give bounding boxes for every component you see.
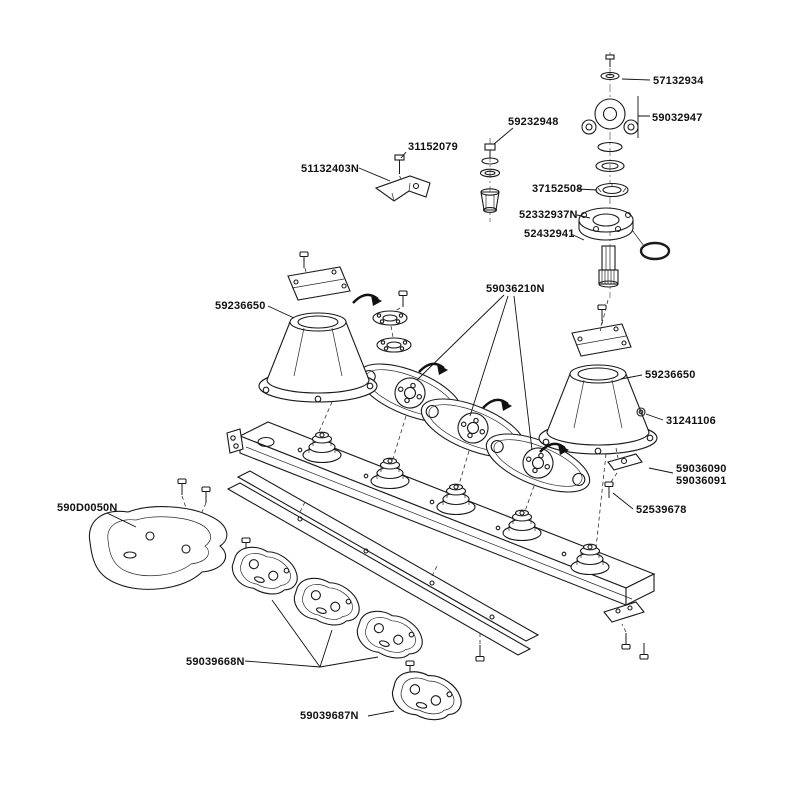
part-label: 59232948 (508, 116, 559, 128)
bearing-hub (502, 509, 542, 542)
part-label: 59039668N (186, 656, 245, 668)
blade-holder (288, 572, 366, 633)
part-label: 52539678 (636, 504, 687, 516)
blade-holders (226, 537, 467, 728)
hub-housing (578, 207, 634, 233)
flange-screw (398, 290, 408, 308)
idler-stack (479, 138, 501, 222)
part-label: 59039687N (300, 710, 359, 722)
part-label: 51132403N (301, 163, 359, 175)
disc-flange (376, 337, 412, 353)
bar-screw (475, 644, 485, 662)
wear-plate (607, 453, 643, 471)
washer (479, 168, 501, 178)
part-label: 52332937N (519, 209, 578, 221)
seal-ring (595, 159, 625, 173)
clamp-plate (374, 175, 431, 202)
wear-plate-screw (604, 481, 614, 499)
drum-cone (258, 312, 378, 403)
blade-holder (351, 605, 429, 666)
cutting-discs (350, 351, 598, 515)
part-label: 590D0050N (57, 502, 118, 514)
leader-lines (106, 78, 674, 717)
circlip (597, 141, 623, 153)
disc-flange (372, 310, 408, 326)
part-label: 31152079 (408, 141, 458, 153)
bearing-hub (436, 483, 476, 516)
gear-shaft (601, 245, 616, 271)
part-label: 37152508 (532, 183, 583, 195)
blade-holder (226, 541, 304, 602)
part-label: 59032947 (652, 112, 703, 124)
bar-end-tab (226, 428, 244, 454)
part-labels: 57132934 59032947 59232948 31152079 5113… (57, 75, 727, 722)
end-plate-group (311, 588, 649, 662)
part-label: 52432941 (524, 228, 575, 240)
o-ring (639, 241, 671, 261)
end-plate (603, 601, 645, 623)
end-screw (621, 632, 631, 650)
blade-holder (387, 665, 467, 728)
skid-plate (88, 478, 228, 590)
drum-screw (299, 251, 309, 269)
end-screw (639, 642, 649, 660)
part-label: 59236650 (645, 369, 696, 381)
part-label: 31241106 (666, 415, 716, 427)
part-label: 57132934 (653, 75, 704, 87)
drum-top-plate (571, 323, 632, 357)
drum-cone (538, 364, 658, 455)
skid-screw (201, 486, 211, 504)
part-label: 59036210N (486, 283, 545, 295)
flanged-hub (594, 98, 626, 130)
disc-flanges (372, 290, 412, 353)
part-label: 59236650 (215, 300, 266, 312)
right-drum (538, 304, 658, 549)
skid-screw (177, 478, 187, 496)
washer (600, 71, 620, 81)
rotation-arrow (351, 293, 384, 308)
bearing-hub (370, 457, 410, 490)
left-drum (258, 251, 378, 435)
spindle-assembly (578, 52, 671, 333)
bearing-hub (302, 431, 342, 464)
washer (481, 157, 499, 165)
part-label: 59036091 (676, 475, 727, 487)
drum-screw (597, 304, 607, 322)
drum-bolt (636, 407, 646, 417)
rotation-arrow (481, 398, 514, 413)
part-label: 59036090 (676, 463, 727, 475)
guard-rail (226, 470, 540, 656)
